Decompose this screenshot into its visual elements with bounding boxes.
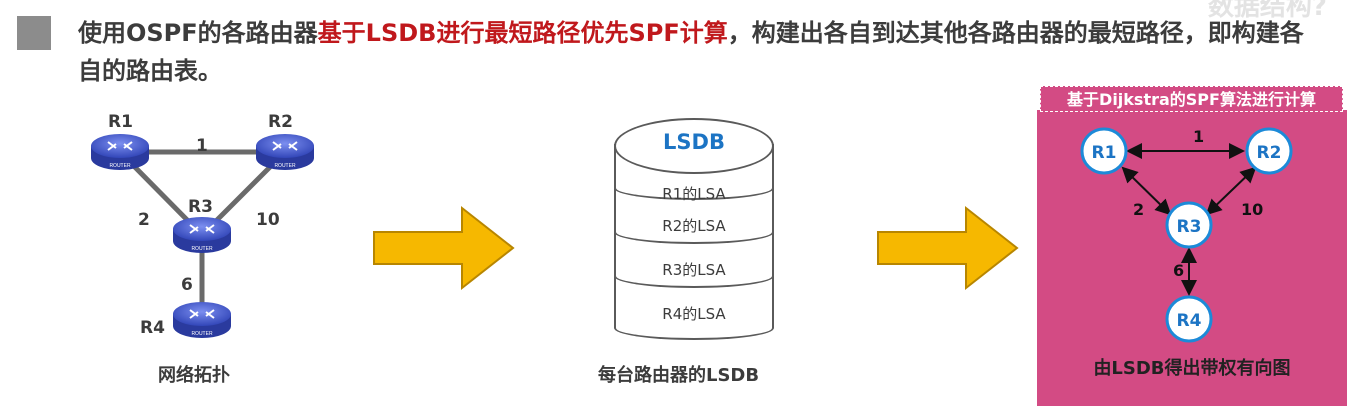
router-label-r1: R1 (108, 112, 133, 132)
graph-node-label-r1: R1 (1092, 143, 1117, 163)
heading-part3: ，构建出各自到达其他各路由器的最短路径，即构建各自的路由表。 (78, 19, 1304, 85)
graph-node-label-r3: R3 (1177, 217, 1202, 237)
router-text: ROUTER (274, 163, 296, 169)
weighted-digraph: R1 R2 R3 R4 1 2 10 6 (1080, 127, 1293, 343)
graph-node-r3 (1165, 201, 1213, 249)
router-icon-r3: ROUTER (173, 217, 231, 253)
faded-corner-text: 数据结构? (1207, 0, 1327, 22)
graph-node-r2 (1245, 127, 1293, 175)
router-text: ROUTER (109, 163, 131, 169)
router-label-r3: R3 (188, 197, 213, 217)
graph-title: 基于Dijkstra的SPF算法进行计算 (1040, 86, 1343, 112)
lsdb-entry: R3的LSA (614, 246, 774, 288)
topology-diagram: ROUTER ROUTER ROUTER ROUTER (91, 134, 314, 338)
edge-weight-r1-r2: 1 (1193, 127, 1204, 146)
edge-weight-r3-r4: 6 (1173, 261, 1184, 280)
edge-r1-r3 (1121, 166, 1172, 216)
edge-r2-r3 (1205, 166, 1257, 216)
arrow-icon (373, 205, 515, 291)
router-label-r2: R2 (268, 112, 293, 132)
heading-highlight: 基于LSDB进行最短路径优先SPF计算 (317, 19, 728, 47)
link-weight-r1-r2: 1 (196, 136, 208, 156)
lsdb-title: LSDB (663, 130, 725, 154)
lsdb-entry: R4的LSA (614, 290, 774, 340)
lsdb-top (614, 118, 774, 174)
router-icon-r1: ROUTER (91, 134, 149, 170)
edge-weight-r2-r3: 10 (1241, 200, 1263, 219)
router-text: ROUTER (191, 246, 213, 252)
bullet-square (17, 16, 51, 50)
router-label-r4: R4 (140, 318, 165, 338)
topology-caption: 网络拓扑 (158, 365, 230, 386)
router-icon-r2: ROUTER (256, 134, 314, 170)
link-weight-r3-r4: 6 (181, 275, 193, 295)
graph-node-label-r2: R2 (1257, 143, 1282, 163)
router-text: ROUTER (191, 331, 213, 337)
edge-weight-r1-r3: 2 (1133, 200, 1144, 219)
router-icon-r4: ROUTER (173, 302, 231, 338)
graph-caption: 由LSDB得出带权有向图 (1093, 358, 1291, 379)
heading-text: 使用OSPF的各路由器基于LSDB进行最短路径优先SPF计算，构建出各自到达其他… (78, 14, 1308, 90)
arrow-icon (877, 205, 1019, 291)
lsdb-entry: R1的LSA (614, 170, 774, 203)
heading-part1: 使用OSPF的各路由器 (78, 19, 318, 47)
link-weight-r2-r3: 10 (256, 210, 280, 230)
lsdb-entry: R2的LSA (614, 202, 774, 244)
graph-node-r4 (1165, 295, 1213, 343)
lsdb-caption: 每台路由器的LSDB (598, 365, 760, 386)
graph-node-r1 (1080, 127, 1128, 175)
graph-node-label-r4: R4 (1177, 311, 1202, 331)
link-weight-r1-r3: 2 (138, 210, 150, 230)
